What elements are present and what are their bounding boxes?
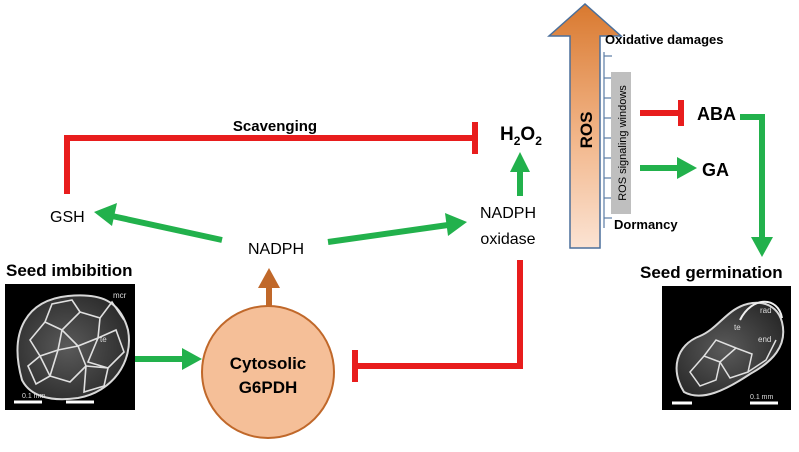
ros-scale-ruler <box>603 52 612 228</box>
aba-label: ABA <box>697 104 736 124</box>
ros-inhibits-aba <box>640 100 684 126</box>
g6pdh-label-line2: G6PDH <box>239 378 298 397</box>
scavenging-inhibition-line <box>64 122 478 194</box>
ga-label: GA <box>702 160 729 180</box>
seed-imbibition-label: Seed imbibition <box>6 261 133 280</box>
g6pdh-node <box>201 305 335 439</box>
svg-text:H2O2: H2O2 <box>500 124 542 148</box>
seed-germination-label: Seed germination <box>640 263 783 282</box>
ros-signaling-window-box <box>611 72 631 214</box>
nadph-oxidase-label-line1: NADPH <box>480 205 536 222</box>
germination-photo-label-te: te <box>734 323 741 332</box>
seed-photo-label-te: te <box>100 335 107 344</box>
ros-gradient-arrow <box>547 2 623 249</box>
seed-imbibition-photo: mcr te 0.1 mm <box>5 284 135 410</box>
arrow-ros-to-ga <box>640 157 697 179</box>
nadph-label: NADPH <box>248 241 304 258</box>
arrow-nadph-to-nadph-oxidase <box>327 213 467 245</box>
ros-label: ROS <box>577 112 596 149</box>
seed-photo-label-mcr: mcr <box>113 291 127 300</box>
h2o2-label: H2O2 <box>500 124 542 148</box>
nadph-oxidase-inhibits-g6pdh <box>352 260 523 382</box>
seed-photo-scale-text: 0.1 mm <box>22 393 46 400</box>
arrow-g6pdh-to-nadph <box>258 268 280 306</box>
gsh-label: GSH <box>50 209 85 226</box>
arrow-nadph-oxidase-to-h2o2 <box>510 152 530 196</box>
nadph-oxidase-label-line2: oxidase <box>480 231 535 248</box>
arrow-seed-to-g6pdh <box>135 348 202 370</box>
germination-photo-scale-text: 0.1 mm <box>750 394 774 401</box>
germination-photo-label-rad: rad <box>760 306 772 315</box>
dormancy-label: Dormancy <box>614 217 678 232</box>
arrow-aba-to-germination <box>740 114 773 257</box>
scavenging-label: Scavenging <box>233 118 317 135</box>
germination-photo-label-end: end <box>758 335 771 344</box>
seed-germination-photo: rad te end 0.1 mm <box>662 286 791 410</box>
g6pdh-label-line1: Cytosolic <box>230 354 307 373</box>
oxidative-damages-label: Oxidative damages <box>605 32 724 47</box>
ros-signaling-windows-label: ROS signaling windows <box>617 85 629 201</box>
arrow-nadph-to-gsh <box>94 203 223 243</box>
